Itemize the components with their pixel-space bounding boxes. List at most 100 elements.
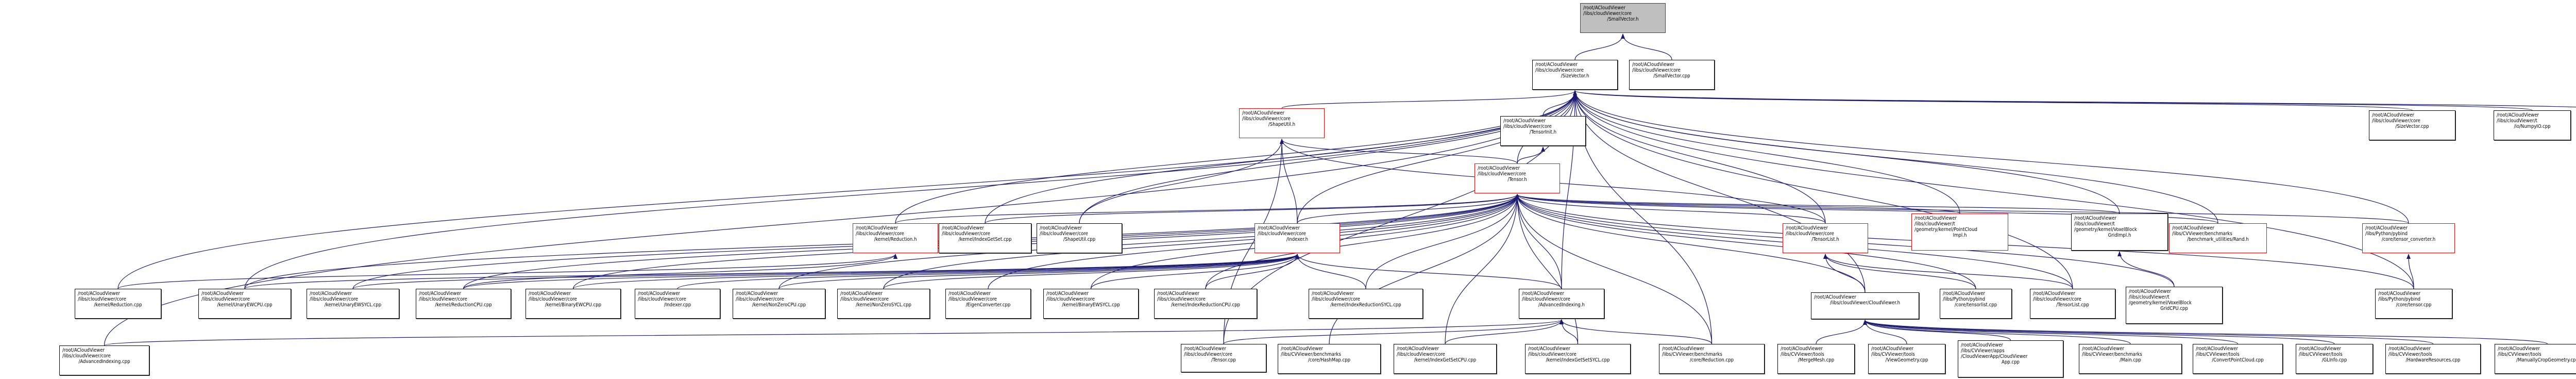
graph-node-convertpointcloud-cpp[interactable]: /root/ACloudViewer/libs/CVViewer/tools/C… — [2193, 344, 2283, 374]
node-label-line: /root/ACloudViewer — [2365, 225, 2408, 231]
dependency-edge — [1573, 90, 1826, 224]
graph-node-hardwareresources-cpp[interactable]: /root/ACloudViewer/libs/CVViewer/tools/H… — [2385, 344, 2481, 374]
graph-node-binaryewsycl-cpp[interactable]: /root/ACloudViewer/libs/cloudViewer/core… — [1043, 289, 1139, 319]
node-label-line: /libs/cloudViewer/core — [1046, 296, 1095, 302]
graph-node-nonzerocpu-cpp[interactable]: /root/ACloudViewer/libs/cloudViewer/core… — [733, 289, 825, 319]
graph-node-cloudviewerapp-cpp[interactable]: /root/ACloudViewer/libs/CVViewer/apps/Cl… — [1958, 340, 2063, 377]
graph-node-reduction-h[interactable]: /root/ACloudViewer/libs/cloudViewer/core… — [853, 223, 938, 253]
node-label-line: Impl.h — [1953, 233, 1967, 238]
graph-node-smallvector-cpp[interactable]: /root/ACloudViewer/libs/cloudViewer/core… — [1629, 60, 1715, 90]
graph-node-unaryewcpu-cpp[interactable]: /root/ACloudViewer/libs/cloudViewer/core… — [198, 289, 291, 319]
graph-node-eigenconverter-cpp[interactable]: /root/ACloudViewer/libs/cloudViewer/core… — [945, 289, 1031, 319]
node-label-line: /libs/cloudViewer/core — [840, 296, 889, 302]
node-label-line: /libs/cloudViewer/core — [948, 296, 997, 302]
graph-node-indexer-cpp[interactable]: /root/ACloudViewer/libs/cloudViewer/core… — [635, 289, 720, 319]
graph-node-shapeutil-cpp[interactable]: /root/ACloudViewer/libs/cloudViewer/core… — [1037, 223, 1122, 253]
node-label-line: /libs/CVViewer/benchmarks — [1662, 352, 1722, 357]
dependency-edge — [1515, 194, 2120, 214]
node-label-line: /SmallVector.cpp — [1653, 73, 1690, 79]
dependency-edge — [2406, 254, 2414, 289]
graph-node-mergemesh-cpp[interactable]: /root/ACloudViewer/libs/CVViewer/tools/M… — [1777, 344, 1855, 374]
dependency-edge — [1573, 90, 2218, 224]
dependency-edge — [244, 254, 1299, 289]
node-label-line: /libs/cloudViewer/core — [1258, 231, 1306, 237]
dependency-edge — [1863, 320, 2239, 344]
graph-node-rand-h[interactable]: /root/ACloudViewer/libs/CVViewer/benchma… — [2169, 223, 2267, 253]
graph-node-cloudviewer-h[interactable]: /root/ACloudViewer/libs/cloudViewer/Clou… — [1811, 292, 1919, 319]
dependency-edge — [1295, 254, 1366, 289]
graph-node-indexreductionsycl-cpp[interactable]: /root/ACloudViewer/libs/cloudViewer/core… — [1309, 289, 1423, 319]
node-label-line: /SmallVector.h — [1607, 17, 1639, 22]
dependency-edge — [1295, 254, 1562, 289]
node-label-line: /kernel/UnaryEWCPU.cpp — [217, 302, 273, 308]
graph-node-indexgetsetsycl-cpp[interactable]: /root/ACloudViewer/libs/cloudViewer/core… — [1525, 344, 1631, 374]
graph-node-shapeutil-h[interactable]: /root/ACloudViewer/libs/cloudViewer/core… — [1239, 108, 1325, 138]
graph-node-tensor-h[interactable]: /root/ACloudViewer/libs/cloudViewer/core… — [1475, 163, 1560, 193]
dependency-edge — [1574, 34, 1625, 60]
dependency-edge — [1863, 320, 2335, 344]
node-label-line: /libs/cloudViewer/core — [942, 231, 990, 237]
graph-node-indexgetsetcpu-cpp[interactable]: /root/ACloudViewer/libs/cloudViewer/core… — [1394, 344, 1497, 374]
graph-node-indexreductioncpu-cpp[interactable]: /root/ACloudViewer/libs/cloudViewer/core… — [1154, 289, 1257, 319]
node-label-line: /kernel/BinaryEWSYCL.cpp — [1062, 302, 1120, 308]
node-label-line: /libs/CVViewer/tools — [2388, 352, 2432, 357]
graph-node-manuallycropgeometry-cpp[interactable]: /root/ACloudViewer/libs/CVViewer/tools/M… — [2495, 344, 2576, 374]
node-label-line: /root/ACloudViewer — [1961, 342, 2003, 348]
node-label-line: /Tensor.cpp — [1211, 357, 1236, 363]
graph-node-tensor-cpp[interactable]: /root/ACloudViewer/libs/cloudViewer/core… — [1181, 344, 1266, 372]
dependency-edge — [1515, 194, 1976, 289]
graph-node-indexgetset-cpp[interactable]: /root/ACloudViewer/libs/cloudViewer/core… — [939, 223, 1031, 253]
graph-node-pointcloudimpl-h[interactable]: /root/ACloudViewer/libs/cloudViewer/t/ge… — [1911, 213, 2008, 251]
graph-node-reduction-cpp[interactable]: /root/ACloudViewer/libs/cloudViewer/core… — [75, 289, 161, 319]
dependency-edge — [463, 254, 1299, 289]
dependency-edge — [1573, 90, 2414, 289]
graph-node-tensor-converter-h[interactable]: /root/ACloudViewer/libs/Python/pybind/co… — [2362, 223, 2455, 253]
node-label-line: /libs/cloudViewer/core — [1528, 352, 1577, 357]
graph-node-viewgeometry-cpp[interactable]: /root/ACloudViewer/libs/CVViewer/tools/V… — [1868, 344, 1945, 374]
node-label-line: /root/ACloudViewer — [62, 348, 105, 353]
node-label-line: /root/ACloudViewer — [2172, 225, 2214, 231]
node-label-line: /SizeVector.h — [1561, 73, 1589, 79]
node-label-line: /root/ACloudViewer — [2299, 346, 2341, 352]
graph-node-bench-main-cpp[interactable]: /root/ACloudViewer/libs/CVViewer/benchma… — [2079, 344, 2182, 374]
graph-node-voxelblockgridcpu-cpp[interactable]: /root/ACloudViewer/libs/cloudViewer/t/ge… — [2126, 287, 2223, 324]
graph-node-glinfo-cpp[interactable]: /root/ACloudViewer/libs/CVViewer/tools/G… — [2296, 344, 2373, 374]
dependency-edge — [1297, 194, 1519, 224]
graph-node-tensorlist-h[interactable]: /root/ACloudViewer/libs/cloudViewer/core… — [1783, 223, 1868, 253]
node-label-line: /libs/CVViewer/benchmarks — [2172, 231, 2232, 237]
node-label-line: /root/ACloudViewer — [1478, 166, 1520, 171]
graph-node-indexer-h[interactable]: /root/ACloudViewer/libs/cloudViewer/core… — [1255, 223, 1340, 253]
graph-node-sizevector-h[interactable]: /root/ACloudViewer/libs/cloudViewer/core… — [1532, 60, 1618, 90]
dependency-edge — [1573, 90, 2413, 111]
graph-node-reductioncpu-cpp[interactable]: /root/ACloudViewer/libs/cloudViewer/core… — [416, 289, 511, 319]
graph-node-tensorinit-h[interactable]: /root/ACloudViewer/libs/cloudViewer/core… — [1500, 116, 1586, 146]
graph-node-py-tensor-cpp[interactable]: /root/ACloudViewer/libs/Python/pybind/co… — [2375, 289, 2452, 319]
node-label-line: /libs/CVViewer/tools — [2299, 352, 2343, 357]
node-label-line: /EigenConverter.cpp — [965, 302, 1011, 308]
graph-node-voxelblockgridimpl-h[interactable]: /root/ACloudViewer/libs/cloudViewer/t/ge… — [2071, 213, 2168, 251]
node-label-line: /core/tensor.cpp — [2396, 302, 2432, 308]
graph-node-bench-reduction-cpp[interactable]: /root/ACloudViewer/libs/CVViewer/benchma… — [1659, 344, 1765, 374]
graph-node-tensorlist-cpp[interactable]: /root/ACloudViewer/libs/cloudViewer/core… — [2030, 289, 2115, 319]
graph-node-numpyio-cpp[interactable]: /root/ACloudViewer/libs/cloudViewer/t/io… — [2494, 110, 2571, 140]
dependency-edge — [1573, 90, 1866, 293]
graph-node-py-tensorlist-cpp[interactable]: /root/ACloudViewer/libs/Python/pybind/co… — [1940, 289, 2012, 319]
graph-node-smallvector-h: /root/ACloudViewer/libs/cloudViewer/core… — [1580, 3, 1666, 33]
graph-node-advancedindexing-h[interactable]: /root/ACloudViewer/libs/cloudViewer/core… — [1519, 289, 1604, 319]
dependency-edge — [1573, 90, 2073, 289]
node-label-line: /AdvancedIndexing.cpp — [78, 359, 130, 365]
graph-node-sizevector-cpp[interactable]: /root/ACloudViewer/libs/cloudViewer/core… — [2369, 110, 2455, 140]
node-label-line: /root/ACloudViewer — [201, 291, 244, 296]
node-label-line: /libs/cloudViewer/core — [1312, 296, 1360, 302]
graph-node-advancedindexing-cpp[interactable]: /root/ACloudViewer/libs/cloudViewer/core… — [59, 345, 149, 375]
node-label-line: /root/ACloudViewer — [1040, 225, 1082, 231]
node-label-line: /core/tensor_converter.h — [2381, 237, 2436, 242]
graph-node-binaryewcpu-cpp[interactable]: /root/ACloudViewer/libs/cloudViewer/core… — [526, 289, 621, 319]
dependency-edge — [1079, 90, 1577, 224]
dependency-edge — [1515, 194, 1713, 344]
node-label-line: /geometry/kernel/PointCloud — [1914, 227, 1977, 233]
graph-node-unaryewsycl-cpp[interactable]: /root/ACloudViewer/libs/cloudViewer/core… — [307, 289, 399, 319]
graph-node-nonzerosycl-cpp[interactable]: /root/ACloudViewer/libs/cloudViewer/core… — [837, 289, 930, 319]
node-label-line: /root/ACloudViewer — [310, 291, 352, 296]
graph-node-bench-hashmap-cpp[interactable]: /root/ACloudViewer/libs/CVViewer/benchma… — [1278, 344, 1381, 374]
